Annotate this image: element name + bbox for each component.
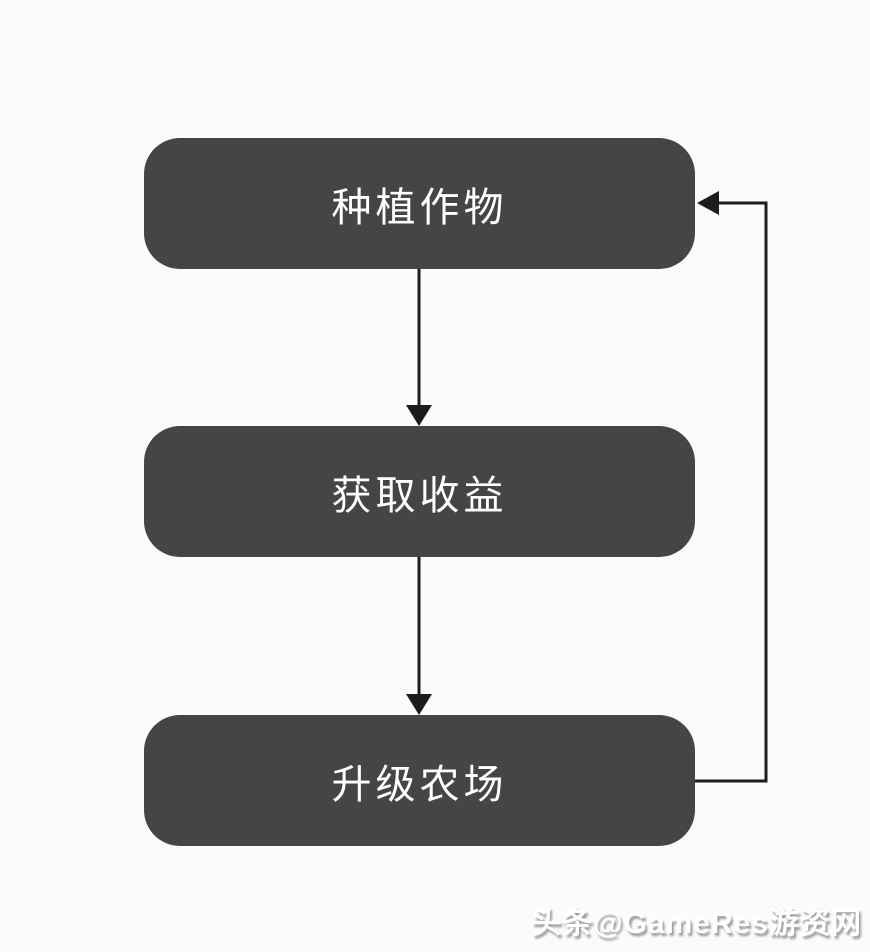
edge-upgrade-to-plant: [695, 191, 768, 783]
arrowhead-down-2: [406, 694, 432, 715]
flow-node-get-profit: 获取收益: [144, 426, 695, 557]
flow-node-plant-crops: 种植作物: [144, 138, 695, 269]
arrowhead-down-1: [406, 405, 432, 426]
flow-node-upgrade-farm: 升级农场: [144, 715, 695, 846]
node-label-upgrade-farm: 升级农场: [331, 762, 508, 807]
node-label-get-profit: 获取收益: [331, 473, 508, 518]
edge-plant-to-profit: [406, 269, 432, 426]
node-label-plant-crops: 种植作物: [331, 185, 508, 230]
arrowhead-left: [697, 191, 719, 215]
edge-profit-to-upgrade: [406, 557, 432, 715]
watermark-text: 头条@GameRes游资网: [531, 907, 862, 940]
